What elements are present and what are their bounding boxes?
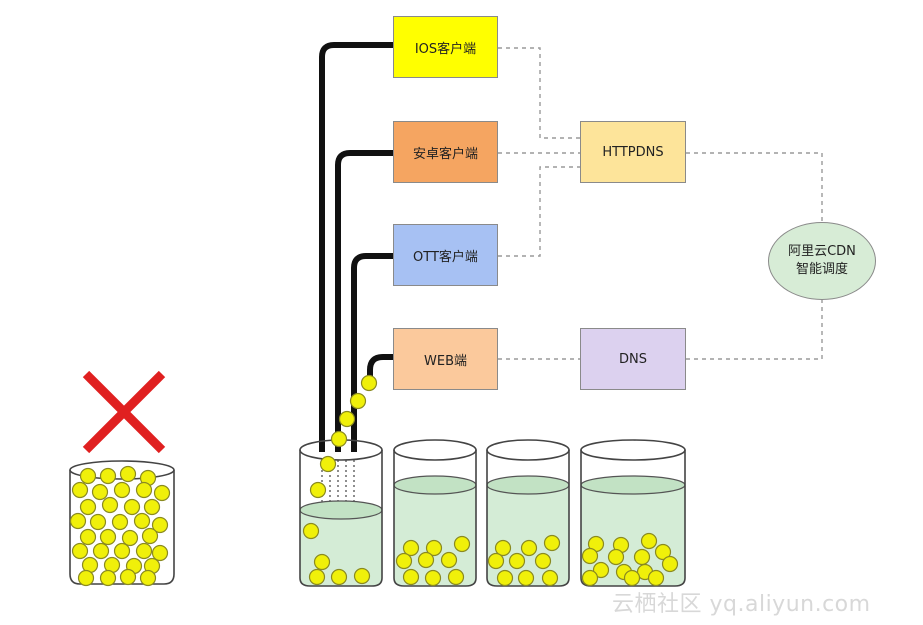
dns-box: DNS	[580, 328, 686, 390]
watermark: 云栖社区 yq.aliyun.com	[612, 592, 871, 617]
ball	[99, 467, 117, 485]
ball	[133, 512, 151, 530]
ball	[153, 484, 171, 502]
ball	[353, 567, 371, 585]
ball	[151, 516, 169, 534]
ball	[534, 552, 552, 570]
ball	[402, 539, 420, 557]
ball	[424, 569, 442, 587]
glass-4	[580, 439, 686, 587]
ball	[623, 569, 641, 587]
cdn-scheduler-node: 阿里云CDN 智能调度	[768, 222, 876, 300]
ball	[517, 569, 535, 587]
ball	[520, 539, 538, 557]
ball	[417, 551, 435, 569]
ball	[647, 569, 665, 587]
ball	[395, 552, 413, 570]
ball	[349, 392, 367, 410]
ott-client-box: OTT客户端	[393, 224, 498, 286]
ball	[402, 568, 420, 586]
ball	[71, 542, 89, 560]
ball	[494, 539, 512, 557]
ball	[71, 481, 89, 499]
ball	[496, 569, 514, 587]
ball	[77, 569, 95, 587]
ball	[151, 544, 169, 562]
ball	[581, 569, 599, 587]
ball	[607, 548, 625, 566]
ball	[302, 522, 320, 540]
pipe-android	[335, 150, 393, 452]
ball	[119, 465, 137, 483]
ball	[79, 467, 97, 485]
ball	[338, 410, 356, 428]
ball	[640, 532, 658, 550]
ball	[141, 527, 159, 545]
ball	[633, 548, 651, 566]
ball	[330, 430, 348, 448]
ball	[113, 481, 131, 499]
pipe-ios	[319, 42, 393, 452]
ball	[123, 498, 141, 516]
android-client-box: 安卓客户端	[393, 121, 498, 183]
ball	[508, 552, 526, 570]
ball	[440, 551, 458, 569]
cdn-label-line1: 阿里云CDN	[788, 244, 856, 260]
pipe-web	[367, 354, 393, 378]
connector-dns-cdn	[686, 300, 823, 360]
glass-1	[299, 439, 383, 587]
ios-client-box: IOS客户端	[393, 16, 498, 78]
ball	[121, 529, 139, 547]
httpdns-box: HTTPDNS	[580, 121, 686, 183]
web-client-box: WEB端	[393, 328, 498, 390]
ball	[654, 543, 672, 561]
ball	[143, 498, 161, 516]
ball	[79, 498, 97, 516]
ball	[111, 513, 129, 531]
ball	[139, 569, 157, 587]
ball	[360, 374, 378, 392]
balls	[69, 374, 679, 587]
connector-ott-httpdns	[498, 166, 580, 257]
pipes	[319, 42, 393, 452]
ball	[330, 568, 348, 586]
ball	[135, 481, 153, 499]
dashed-connectors	[498, 47, 823, 360]
ball	[99, 528, 117, 546]
cdn-label-line2: 智能调度	[795, 262, 848, 277]
ball	[541, 569, 559, 587]
ball	[581, 547, 599, 565]
ball	[447, 568, 465, 586]
ball	[91, 483, 109, 501]
ball	[79, 528, 97, 546]
ball	[313, 553, 331, 571]
pipe-ott	[351, 253, 393, 452]
ball	[99, 569, 117, 587]
ball	[543, 534, 561, 552]
ball	[69, 512, 87, 530]
ball	[309, 481, 327, 499]
ball	[119, 568, 137, 586]
ball	[487, 552, 505, 570]
ball	[425, 539, 443, 557]
ball	[113, 542, 131, 560]
glasses	[69, 439, 686, 587]
connector-ios-httpdns	[498, 47, 580, 139]
ball	[592, 561, 610, 579]
ball	[89, 513, 107, 531]
ball	[101, 496, 119, 514]
ball	[661, 555, 679, 573]
ball	[308, 568, 326, 586]
connector-httpdns-cdn	[686, 152, 823, 222]
ball	[453, 535, 471, 553]
ball	[135, 542, 153, 560]
ball	[92, 542, 110, 560]
ball	[319, 455, 337, 473]
cross-icon	[82, 370, 166, 454]
